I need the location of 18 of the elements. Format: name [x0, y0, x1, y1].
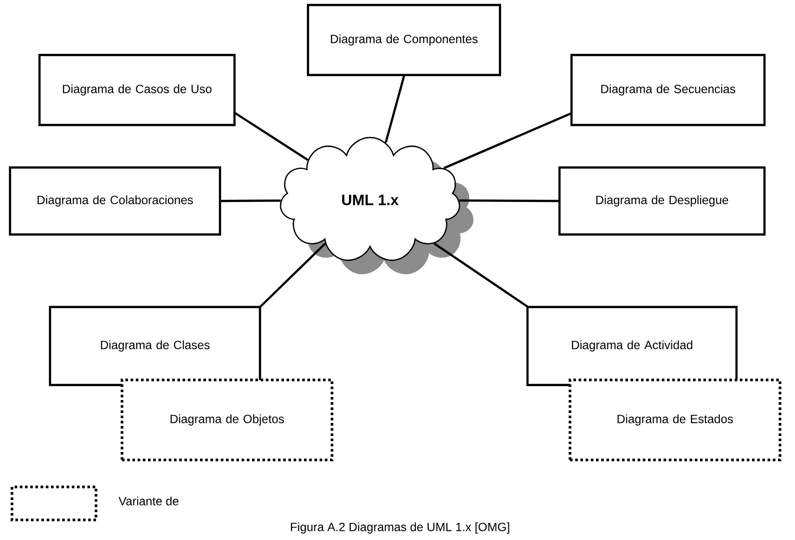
- caption: Figura A.2 Diagramas de UML 1.x [OMG]: [290, 522, 510, 534]
- connector-line: [434, 242, 529, 308]
- connector-line: [384, 76, 406, 143]
- diagram-box: Diagrama de Clases: [48, 306, 262, 386]
- diagram-box: Diagrama de Componentes: [306, 4, 502, 76]
- variant-box: Diagrama de Objetos: [120, 378, 334, 462]
- connector-line: [234, 112, 308, 161]
- diagram-box: Diagrama de Secuencias: [570, 54, 766, 126]
- connector-line: [259, 242, 326, 308]
- variant-box: Diagrama de Estados: [568, 378, 782, 462]
- diagram-box: Diagrama de Despliegue: [558, 166, 766, 236]
- diagram-box: Diagrama de Colaboraciones: [8, 166, 222, 236]
- connector-line: [459, 199, 558, 202]
- connector-line: [221, 200, 281, 202]
- connector-line: [443, 112, 572, 170]
- legend-label: Variante de: [118, 496, 178, 506]
- diagram-box: Diagrama de Casos de Uso: [38, 54, 236, 126]
- diagram-box: Diagrama de Actividad: [526, 306, 738, 386]
